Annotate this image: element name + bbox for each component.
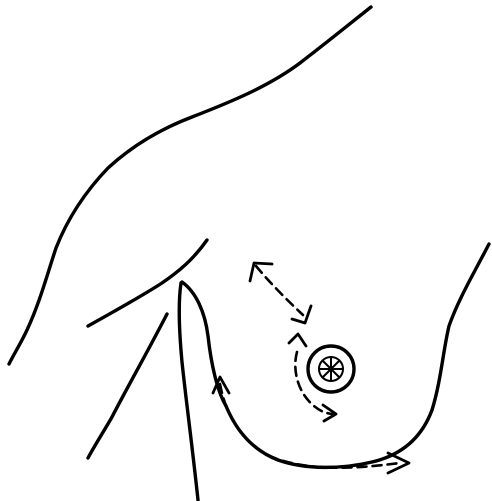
double-arrow-upper bbox=[250, 263, 311, 323]
lower-arm-line bbox=[88, 314, 167, 458]
nipple-areola bbox=[308, 346, 354, 392]
shoulder-contour bbox=[9, 7, 371, 364]
arm-fold-line bbox=[88, 240, 207, 326]
torso-line bbox=[179, 283, 198, 500]
